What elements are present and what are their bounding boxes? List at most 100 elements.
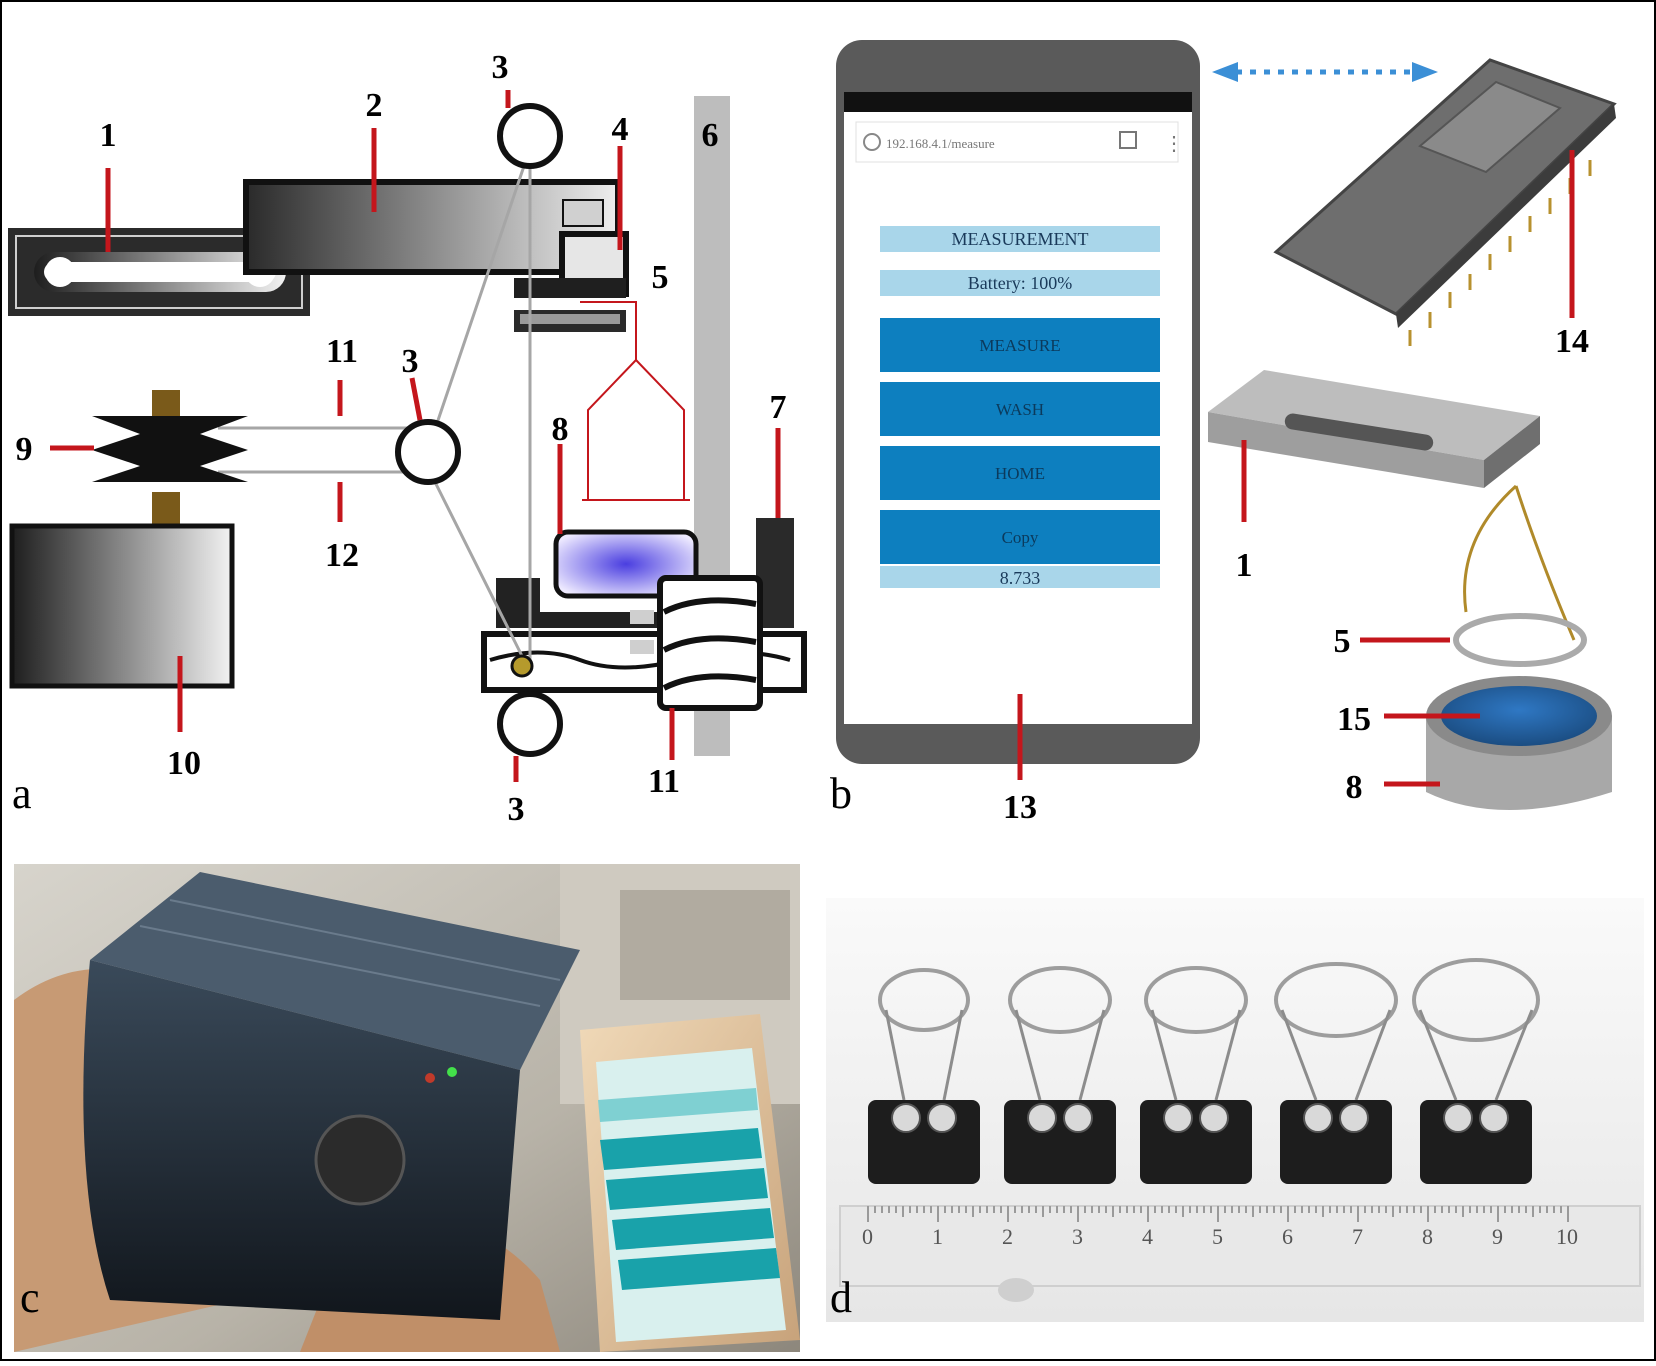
wire bbox=[884, 1009, 906, 1101]
wire bbox=[1280, 1009, 1318, 1101]
copy-button[interactable] bbox=[880, 510, 1160, 564]
label-a-3-bottom: 3 bbox=[508, 791, 525, 828]
holder-socket bbox=[927, 1103, 957, 1133]
holder-block bbox=[1280, 1100, 1392, 1184]
panel-letter-b: b bbox=[830, 769, 852, 818]
measure-button-label: MEASURE bbox=[979, 336, 1060, 355]
ruler-tick-9: 9 bbox=[1492, 1224, 1503, 1249]
phone-title: MEASUREMENT bbox=[951, 229, 1088, 249]
ring-holder bbox=[1274, 962, 1398, 1184]
holder-socket bbox=[1479, 1103, 1509, 1133]
label-a-5: 5 bbox=[652, 259, 669, 296]
leader-lines-a bbox=[50, 90, 781, 782]
pulley-3-mid bbox=[395, 419, 461, 485]
du-nouy-ring-5 bbox=[1453, 613, 1587, 667]
label-a-2: 2 bbox=[366, 87, 383, 124]
holder-block bbox=[868, 1100, 980, 1184]
phone-13: 192.168.4.1/measure ⋮ MEASUREMENT Batter… bbox=[836, 40, 1200, 764]
panel-letter-d: d bbox=[830, 1273, 852, 1322]
hook-4 bbox=[514, 231, 629, 332]
ruler-tick-5: 5 bbox=[1212, 1224, 1223, 1249]
panel-c-photo: c bbox=[14, 864, 800, 1352]
label-a-1: 1 bbox=[100, 117, 117, 154]
wire bbox=[1214, 1009, 1242, 1101]
label-a-10: 10 bbox=[167, 745, 201, 782]
phone-value: 8.733 bbox=[1000, 568, 1041, 588]
wash-button-label: WASH bbox=[996, 400, 1044, 419]
browser-url-bar[interactable] bbox=[855, 121, 1179, 163]
drive-pulley-9 bbox=[92, 390, 248, 526]
ruler-tick-3: 3 bbox=[1072, 1224, 1083, 1249]
holder-socket bbox=[1063, 1103, 1093, 1133]
label-a-3-mid: 3 bbox=[402, 343, 419, 380]
menu-icon[interactable]: ⋮ bbox=[1164, 133, 1184, 155]
phone-battery: Battery: 100% bbox=[968, 273, 1072, 293]
wireless-link-arrow bbox=[1212, 62, 1438, 82]
label-b-15: 15 bbox=[1337, 701, 1371, 738]
holder-block bbox=[1420, 1100, 1532, 1184]
holder-socket bbox=[1303, 1103, 1333, 1133]
panel-a: 1 2 3 4 5 6 7 8 9 10 11 12 3 3 11 a bbox=[8, 49, 807, 828]
label-a-9: 9 bbox=[16, 431, 33, 468]
info-icon bbox=[863, 133, 881, 151]
label-b-13: 13 bbox=[1003, 789, 1037, 826]
phone-in-hand bbox=[580, 1014, 800, 1352]
wire bbox=[942, 1009, 964, 1101]
wire bbox=[1418, 1009, 1458, 1101]
ring-holders bbox=[868, 958, 1540, 1184]
wire bbox=[1078, 1009, 1106, 1101]
panel-letter-c: c bbox=[20, 1273, 40, 1322]
wire bbox=[1150, 1009, 1178, 1101]
label-a-6: 6 bbox=[702, 117, 719, 154]
home-button-label: HOME bbox=[995, 464, 1045, 483]
ruler-tick-2: 2 bbox=[1002, 1224, 1013, 1249]
label-b-14: 14 bbox=[1555, 323, 1589, 360]
ruler-tick-8: 8 bbox=[1422, 1224, 1433, 1249]
panel-letter-a: a bbox=[12, 769, 32, 818]
panel-d-photo: 0 1 2 3 4 5 6 7 8 9 10 d bbox=[826, 898, 1644, 1322]
pulley-3-bottom bbox=[497, 654, 563, 757]
wash-button[interactable] bbox=[880, 382, 1160, 436]
holder-socket bbox=[1443, 1103, 1473, 1133]
holder-socket bbox=[1027, 1103, 1057, 1133]
wire-ring bbox=[1274, 962, 1398, 1038]
holder-block bbox=[1004, 1100, 1116, 1184]
wire bbox=[1014, 1009, 1042, 1101]
ruler-tick-7: 7 bbox=[1352, 1224, 1363, 1249]
label-a-11-top: 11 bbox=[326, 333, 358, 370]
wire bbox=[1494, 1009, 1534, 1101]
measure-button[interactable] bbox=[880, 318, 1160, 372]
wire-ring bbox=[878, 968, 970, 1032]
ring-wire-5 bbox=[580, 301, 690, 501]
holder-socket bbox=[1163, 1103, 1193, 1133]
screw-11 bbox=[657, 575, 763, 711]
home-button[interactable] bbox=[880, 446, 1160, 500]
panel-b: 192.168.4.1/measure ⋮ MEASUREMENT Batter… bbox=[830, 40, 1617, 826]
ruler-tick-0: 0 bbox=[862, 1224, 873, 1249]
ruler-tick-4: 4 bbox=[1142, 1224, 1153, 1249]
leader-lines-b bbox=[1017, 150, 1575, 787]
label-a-12: 12 bbox=[325, 537, 359, 574]
ruler-tick-6: 6 bbox=[1282, 1224, 1293, 1249]
label-a-8: 8 bbox=[552, 411, 569, 448]
ruler-tick-10: 10 bbox=[1556, 1224, 1578, 1249]
load-cell-3d-1 bbox=[1208, 370, 1540, 488]
label-a-3-top: 3 bbox=[492, 49, 509, 86]
holder-socket bbox=[1339, 1103, 1369, 1133]
tabs-icon[interactable] bbox=[1119, 131, 1137, 149]
ruler: 0 1 2 3 4 5 6 7 8 9 10 bbox=[839, 1205, 1641, 1302]
ring-holder bbox=[1140, 966, 1252, 1184]
holder-socket bbox=[1199, 1103, 1229, 1133]
label-b-8: 8 bbox=[1346, 769, 1363, 806]
label-b-5: 5 bbox=[1334, 623, 1351, 660]
label-a-4: 4 bbox=[612, 111, 629, 148]
browser-url: 192.168.4.1/measure bbox=[886, 136, 995, 151]
holder-block bbox=[1140, 1100, 1252, 1184]
motor-10 bbox=[9, 523, 235, 689]
wire-ring bbox=[1008, 966, 1112, 1034]
ring-holder bbox=[868, 968, 980, 1184]
sample-cup-15 bbox=[1426, 676, 1612, 810]
ring-holder bbox=[1004, 966, 1116, 1184]
